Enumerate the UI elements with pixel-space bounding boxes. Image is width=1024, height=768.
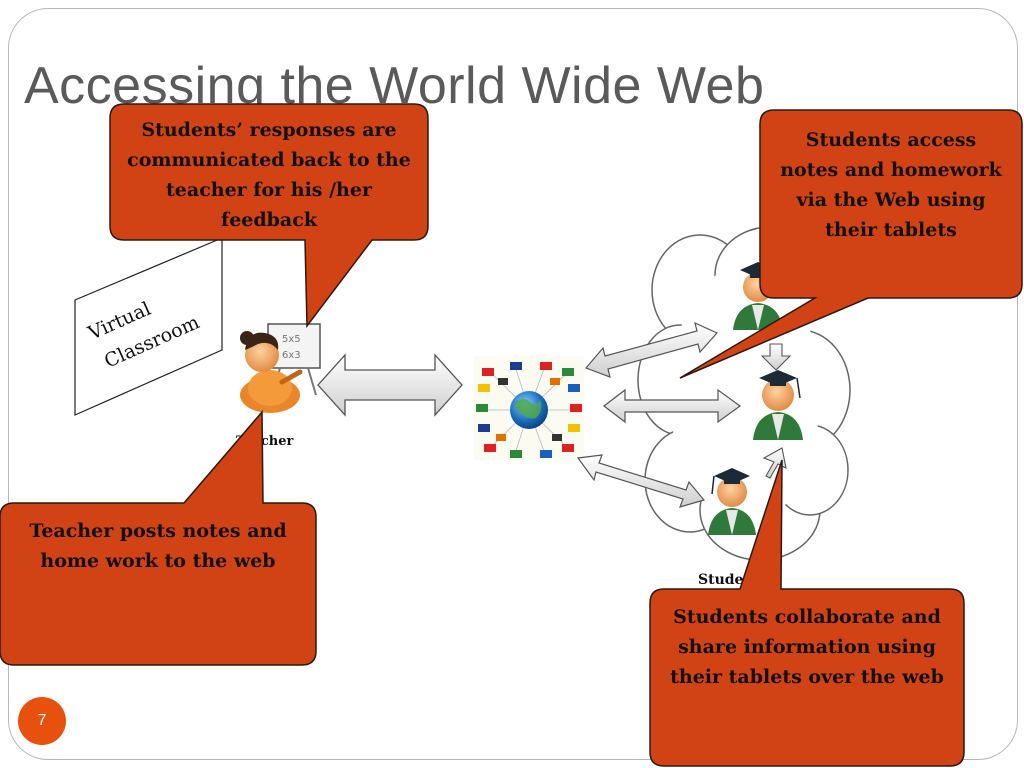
virtual-classroom-shape (74, 237, 223, 416)
svg-text:6x3: 6x3 (282, 350, 301, 361)
student-icon (753, 370, 803, 440)
student-icon (708, 468, 756, 535)
double-arrow-web-student-middle (603, 388, 742, 424)
callout-responses-shape (109, 103, 429, 329)
svg-text:5x5: 5x5 (282, 334, 301, 345)
callout-collaborate-shape (649, 459, 965, 767)
double-arrow-web-student-bottom (576, 454, 706, 508)
callout-responses-text: Students’ responses are communicated bac… (127, 119, 411, 231)
callout-collaborate-text: Students collaborate and share informati… (670, 606, 944, 688)
page-number-badge: 7 (18, 697, 66, 745)
double-arrow-teacher-web (317, 353, 463, 417)
globe-icon (474, 356, 584, 460)
callout-access-text: Students access notes and homework via t… (780, 129, 1002, 241)
callout-access-shape (679, 109, 1023, 379)
teacher-icon: 5x5 6x3 (240, 323, 321, 413)
callout-teacher-posts-text: Teacher posts notes and home work to the… (29, 520, 287, 572)
double-arrow-student-top-middle (760, 343, 792, 371)
callout-teacher-posts-shape (0, 409, 317, 666)
double-arrow-web-student-top (584, 321, 718, 378)
double-arrow-student-middle-bottom (762, 447, 787, 479)
